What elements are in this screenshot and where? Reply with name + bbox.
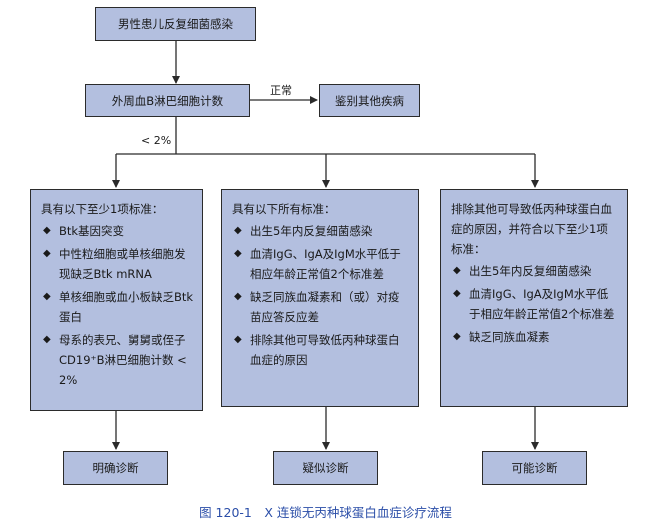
definite-diagnosis-node: 明确诊断: [63, 451, 168, 485]
diamond-bullet-icon: ◆: [453, 331, 461, 342]
criteria-item: ◆排除其他可导致低丙种球蛋白血症的原因: [232, 330, 410, 370]
figure-caption: 图 120-1 X 连锁无丙种球蛋白血症诊疗流程: [199, 505, 452, 520]
diamond-bullet-icon: ◆: [43, 334, 51, 345]
possible-diagnosis-node: 可能诊断: [482, 451, 587, 485]
diamond-bullet-icon: ◆: [43, 225, 51, 236]
possible-diagnosis-label: 可能诊断: [511, 461, 558, 475]
definite-diagnosis-label: 明确诊断: [92, 461, 139, 475]
possible-criteria-list: ◆出生5年内反复细菌感染 ◆血清IgG、IgA及IgM水平低于相应年龄正常值2个…: [451, 261, 619, 347]
b-cell-count-label: 外周血B淋巴细胞计数: [111, 93, 224, 108]
definite-criteria-list: ◆Btk基因突变 ◆中性粒细胞或单核细胞发现缺乏Btk mRNA ◆单核细胞或血…: [41, 221, 194, 390]
definite-criteria-head: 具有以下至少1项标准：: [41, 202, 164, 216]
diamond-bullet-icon: ◆: [234, 334, 242, 345]
diamond-bullet-icon: ◆: [234, 225, 242, 236]
criteria-item: ◆缺乏同族血凝素和（或）对疫苗应答反应差: [232, 287, 410, 327]
criteria-item: ◆Btk基因突变: [41, 221, 194, 241]
other-disease-label: 鉴别其他疾病: [335, 93, 404, 108]
start-node: 男性患儿反复细菌感染: [95, 7, 256, 41]
criteria-item: ◆缺乏同族血凝素: [451, 327, 619, 347]
criteria-item: ◆单核细胞或血小板缺乏Btk蛋白: [41, 287, 194, 327]
criteria-item: ◆血清IgG、IgA及IgM水平低于相应年龄正常值2个标准差: [232, 244, 410, 284]
diamond-bullet-icon: ◆: [43, 291, 51, 302]
criteria-item: ◆血清IgG、IgA及IgM水平低于相应年龄正常值2个标准差: [451, 284, 619, 324]
other-disease-node: 鉴别其他疾病: [319, 84, 420, 117]
criteria-item: ◆母系的表兄、舅舅或侄子CD19⁺B淋巴细胞计数 < 2%: [41, 330, 194, 390]
possible-criteria-box: 排除其他可导致低丙种球蛋白血症的原因，并符合以下至少1项标准： ◆出生5年内反复…: [440, 189, 628, 407]
suspected-criteria-box: 具有以下所有标准： ◆出生5年内反复细菌感染 ◆血清IgG、IgA及IgM水平低…: [221, 189, 419, 407]
diamond-bullet-icon: ◆: [234, 291, 242, 302]
diamond-bullet-icon: ◆: [43, 248, 51, 259]
diamond-bullet-icon: ◆: [453, 288, 461, 299]
criteria-item: ◆出生5年内反复细菌感染: [232, 221, 410, 241]
edge-label-normal: 正常: [270, 84, 292, 97]
criteria-item: ◆出生5年内反复细菌感染: [451, 261, 619, 281]
definite-criteria-box: 具有以下至少1项标准： ◆Btk基因突变 ◆中性粒细胞或单核细胞发现缺乏Btk …: [30, 189, 203, 411]
criteria-item: ◆中性粒细胞或单核细胞发现缺乏Btk mRNA: [41, 244, 194, 284]
diamond-bullet-icon: ◆: [234, 248, 242, 259]
start-node-label: 男性患儿反复细菌感染: [118, 17, 233, 31]
suspected-criteria-list: ◆出生5年内反复细菌感染 ◆血清IgG、IgA及IgM水平低于相应年龄正常值2个…: [232, 221, 410, 370]
suspected-diagnosis-node: 疑似诊断: [273, 451, 378, 485]
b-cell-count-node: 外周血B淋巴细胞计数: [85, 84, 250, 117]
diamond-bullet-icon: ◆: [453, 265, 461, 276]
suspected-criteria-head: 具有以下所有标准：: [232, 202, 336, 216]
possible-criteria-head: 排除其他可导致低丙种球蛋白血症的原因，并符合以下至少1项标准：: [451, 202, 612, 256]
edge-label-low: < 2%: [141, 134, 172, 147]
suspected-diagnosis-label: 疑似诊断: [302, 461, 349, 475]
